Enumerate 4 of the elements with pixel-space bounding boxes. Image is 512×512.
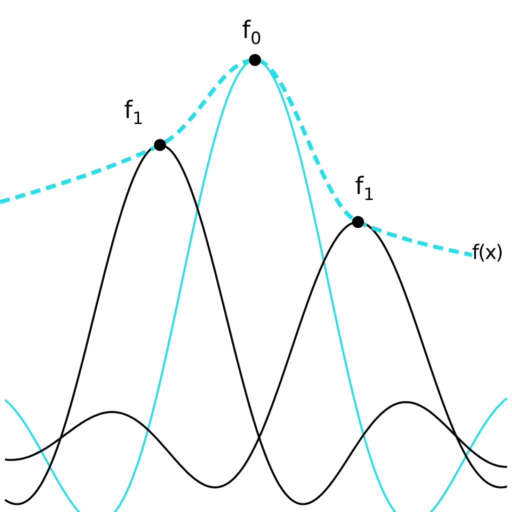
sample-label: f$_{0}$	[242, 18, 262, 48]
function-label: f(x)	[472, 242, 502, 262]
sample-label: f$_{1}$	[124, 98, 144, 128]
sample-label: f$_{1}$	[355, 174, 374, 204]
